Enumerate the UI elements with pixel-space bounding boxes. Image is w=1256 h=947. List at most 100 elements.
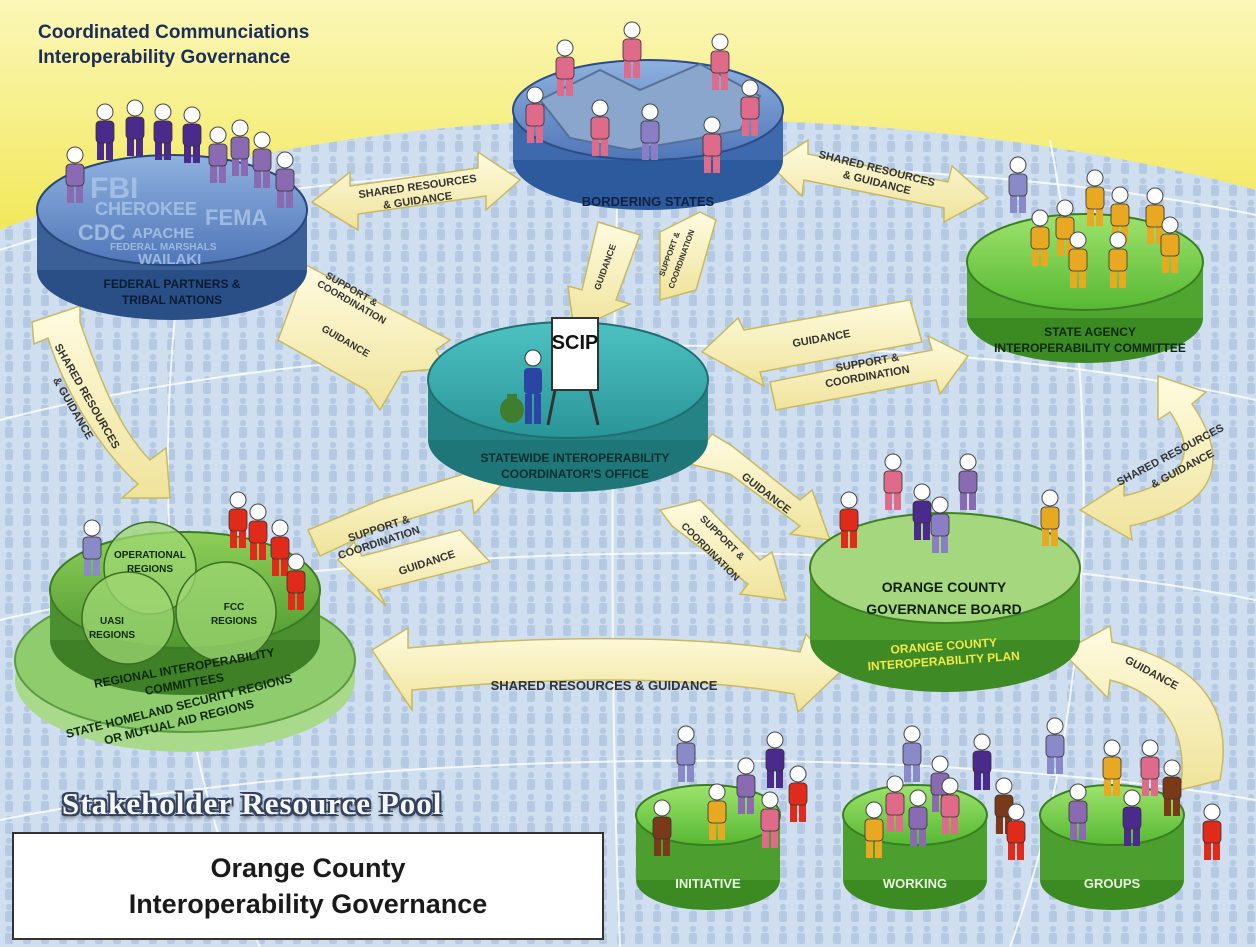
stakeholder-figure (702, 116, 722, 173)
platform-oc-board (809, 512, 1081, 692)
wg-label-working: WORKING (883, 876, 947, 891)
arrow-swic-stateagency (700, 299, 970, 411)
federal-name-fbi: FBI (90, 172, 138, 205)
federal-name-cherokee: CHEROKEE (95, 199, 197, 219)
federal-name-apache: APACHE (132, 225, 194, 242)
stakeholder-figure (125, 99, 145, 156)
stakeholder-figure (1030, 209, 1050, 266)
stakeholder-figure (286, 553, 306, 610)
stakeholder-figure (525, 86, 545, 143)
stakeholder-figure (912, 483, 932, 540)
circle-uasi-2: REGIONS (89, 630, 135, 641)
state-agency-label-2: INTEROPERABILITY COMMITTEE (994, 341, 1186, 355)
stakeholder-figure (707, 783, 727, 840)
caption-line2: Interoperability Governance (128, 889, 488, 919)
stakeholder-figure (1008, 156, 1028, 213)
stakeholder-figures (65, 21, 1222, 860)
stakeholder-figure (95, 103, 115, 160)
stakeholder-figure (1068, 231, 1088, 288)
corner-title: Coordinated Communciations Interoperabil… (38, 20, 309, 70)
stakeholder-pool-label: Stakeholder Resource Pool (62, 786, 443, 821)
platform-regional (14, 521, 356, 752)
stakeholder-figure (1140, 739, 1160, 796)
stakeholder-figure (208, 126, 228, 183)
stakeholder-figure (864, 801, 884, 858)
stakeholder-figure (760, 791, 780, 848)
stakeholder-figure (972, 733, 992, 790)
arrow-bordering-swic (567, 211, 717, 332)
stakeholder-figure (1160, 216, 1180, 273)
state-agency-label-1: STATE AGENCY (1044, 325, 1136, 339)
swic-label-2: COORDINATOR'S OFFICE (501, 467, 649, 481)
federal-name-wailaki: WAILAKI (138, 251, 201, 268)
arrow-shared-right (768, 138, 990, 224)
circle-fcc-1: FCC (224, 602, 245, 613)
stakeholder-figure (908, 789, 928, 846)
wg-label-groups: GROUPS (1084, 876, 1141, 891)
stakeholder-figure (740, 79, 760, 136)
corner-title-line2: Interoperability Governance (38, 47, 291, 68)
stakeholder-figure (555, 39, 575, 96)
stakeholder-figure (1108, 231, 1128, 288)
arrow-regional-swic (306, 454, 508, 607)
stakeholder-figure (1202, 803, 1222, 860)
stakeholder-figure (252, 131, 272, 188)
stakeholder-figure (885, 775, 905, 832)
coordinator-figure (524, 349, 542, 424)
stakeholder-figure (153, 103, 173, 160)
circle-operational-1: OPERATIONAL (114, 550, 186, 561)
oc-board-label-1: ORANGE COUNTY (882, 579, 1007, 595)
stakeholder-figure (248, 503, 268, 560)
stakeholder-figure (883, 453, 903, 510)
stakeholder-figure (1162, 759, 1182, 816)
federal-label-2: TRIBAL NATIONS (122, 293, 222, 307)
arrow-shared-top (310, 150, 522, 232)
circle-uasi-1: UASI (100, 616, 124, 627)
platform-federal (36, 154, 308, 320)
stakeholder-figure (958, 453, 978, 510)
stakeholder-figure (1122, 789, 1142, 846)
stakeholder-figure (652, 799, 672, 856)
stakeholder-figure (230, 119, 250, 176)
circle-operational-2: REGIONS (127, 564, 173, 575)
federal-name-fema: FEMA (205, 205, 267, 230)
federal-label-1: FEDERAL PARTNERS & (104, 277, 241, 291)
caption-line1: Orange County (210, 853, 406, 883)
stakeholder-figure (710, 33, 730, 90)
stakeholder-figure (1045, 717, 1065, 774)
stakeholder-figure (1068, 783, 1088, 840)
stakeholder-figure (1006, 803, 1026, 860)
arrow-label-shared-bottom: SHARED RESOURCES & GUIDANCE (491, 678, 718, 693)
circle-fcc-2: REGIONS (211, 616, 257, 627)
federal-name-marshals: FEDERAL MARSHALS (110, 242, 217, 253)
arrow-fed-swic (277, 263, 452, 412)
stakeholder-figure (622, 21, 642, 78)
stakeholder-figure (839, 491, 859, 548)
scip-sign-text: SCIP (552, 332, 599, 354)
stakeholder-figure (1055, 199, 1075, 256)
stakeholder-figure (940, 777, 960, 834)
swic-label-1: STATEWIDE INTEROPERABILITY (481, 451, 670, 465)
federal-name-cdc: CDC (78, 220, 126, 245)
stakeholder-figure (1102, 739, 1122, 796)
stakeholder-figure (182, 106, 202, 163)
stakeholder-figure (676, 725, 696, 782)
money-bag-icon (500, 394, 524, 423)
arrow-swic-ocboard (658, 433, 832, 601)
stakeholder-figure (228, 491, 248, 548)
stakeholder-figure (590, 99, 610, 156)
stakeholder-figure (275, 151, 295, 208)
bordering-states-label: BORDERING STATES (582, 194, 715, 209)
wg-label-initiative: INITIATIVE (675, 876, 741, 891)
stakeholder-figure (640, 103, 660, 160)
stakeholder-figure (902, 725, 922, 782)
scip-easel (546, 317, 600, 426)
stakeholder-figure (82, 519, 102, 576)
stakeholder-figure (765, 731, 785, 788)
stakeholder-figure (270, 519, 290, 576)
stakeholder-figure (930, 496, 950, 553)
stakeholder-figure (736, 757, 756, 814)
caption-box: Orange County Interoperability Governanc… (12, 832, 604, 940)
stakeholder-figure (1145, 187, 1165, 244)
